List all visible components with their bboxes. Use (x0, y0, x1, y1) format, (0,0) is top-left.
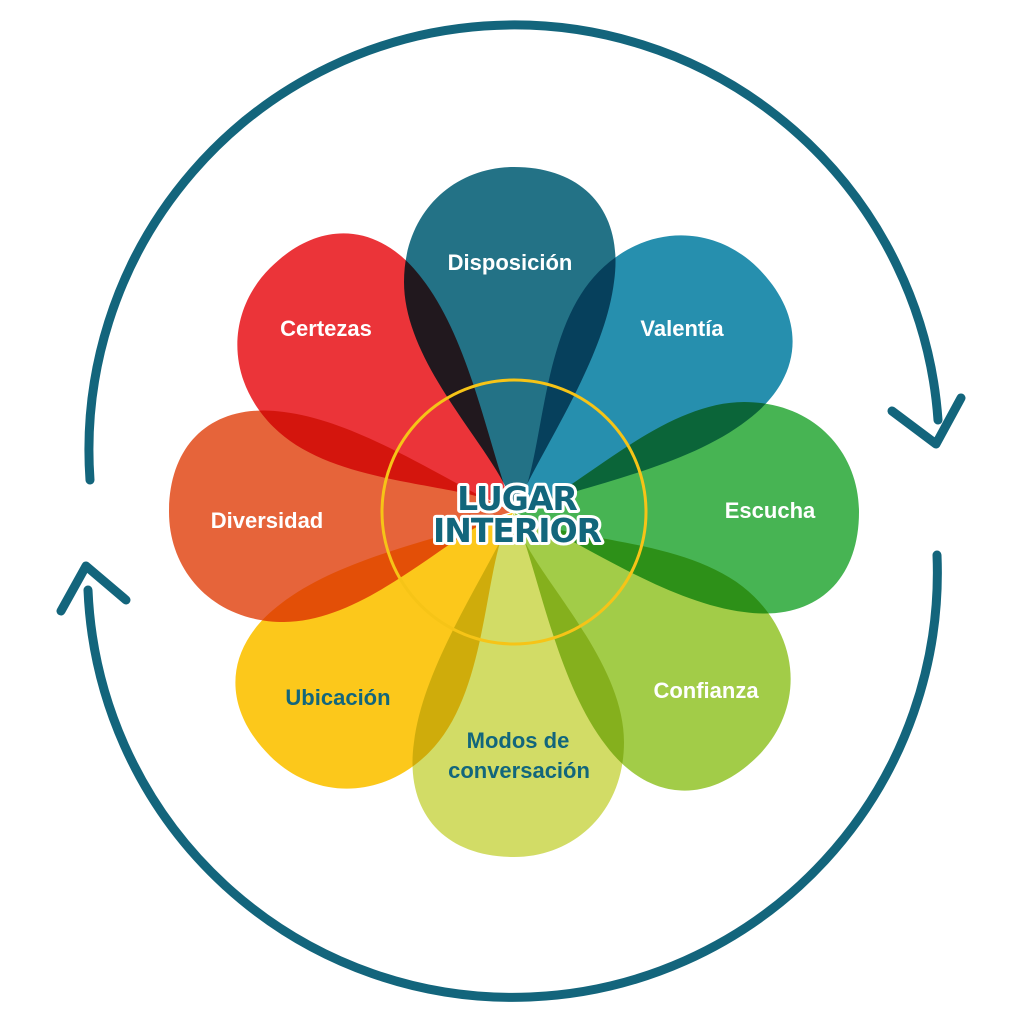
petal-label-valentia: Valentía (640, 316, 724, 341)
petal-label-escucha: Escucha (725, 498, 816, 523)
petal-label-ubicacion: Ubicación (285, 685, 390, 710)
cycle-arc-lower (83, 550, 942, 1002)
petal-label-confianza: Confianza (653, 678, 759, 703)
center-title-line1: LUGAR (457, 479, 577, 518)
cycle-arrow-right-icon (887, 393, 966, 449)
petal-label-certezas: Certezas (280, 316, 372, 341)
cycle-arc-upper (84, 20, 943, 485)
petal-labels: Disposición Valentía Escucha Confianza M… (211, 250, 816, 783)
cycle-ring (56, 20, 966, 1002)
petal-label-modos-line2: conversación (448, 758, 590, 783)
petal-label-diversidad: Diversidad (211, 508, 324, 533)
petal-label-modos-line1: Modos de (467, 728, 570, 753)
cycle-arrow-left-icon (56, 561, 131, 616)
center-ring (380, 378, 648, 646)
center-title-line2: INTERIOR (433, 511, 602, 550)
petal-label-disposicion: Disposición (448, 250, 573, 275)
center-title: LUGAR INTERIOR (430, 476, 606, 553)
